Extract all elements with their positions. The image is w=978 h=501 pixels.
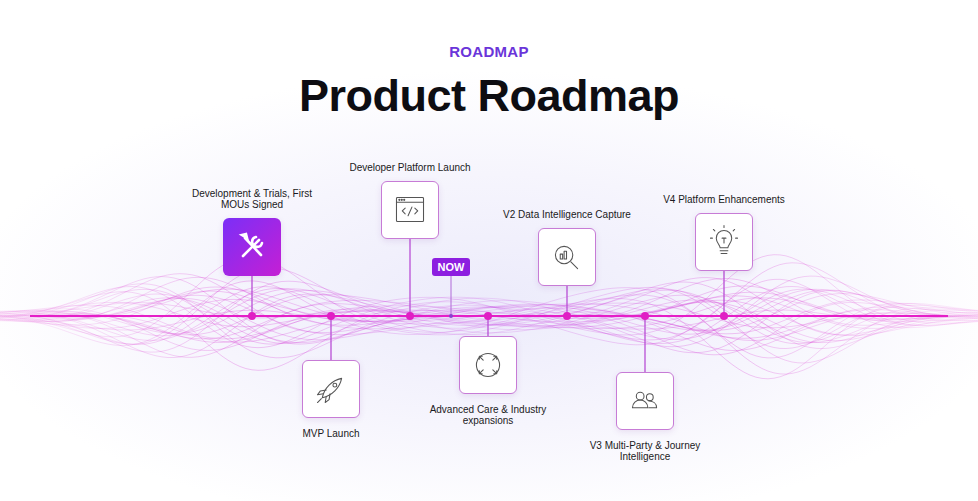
icon (382, 182, 438, 238)
timeline-dot (406, 312, 414, 320)
icon (460, 337, 516, 393)
icon-box (538, 228, 596, 286)
milestone-label: V3 Multi-Party & Journey Intelligence (570, 440, 720, 462)
leader-line (644, 316, 645, 372)
icon-box (223, 218, 281, 276)
milestone-box: Developer Platform Launch (335, 162, 485, 239)
milestone-label: Development & Trials, First MOUs Signed (177, 188, 327, 210)
timeline-dot (327, 312, 335, 320)
milestone-box: V4 Platform Enhancements (649, 194, 799, 271)
timeline-dot (720, 312, 728, 320)
icon-box (381, 181, 439, 239)
icon (617, 373, 673, 429)
now-badge: NOW (432, 258, 471, 276)
badge-text: NOW (438, 261, 465, 273)
wave-line (0, 289, 978, 343)
icon (223, 218, 281, 276)
milestone-label: V4 Platform Enhancements (649, 194, 799, 205)
leader-line (251, 276, 252, 316)
milestone-label: Advanced Care & Industry expansions (413, 404, 563, 426)
icon (539, 229, 595, 285)
icon-box (302, 360, 360, 418)
milestone-box: V2 Data Intelligence Capture (492, 209, 642, 286)
leader-line (330, 316, 331, 360)
milestone-box: MVP Launch (256, 360, 406, 437)
milestone-box: V3 Multi-Party & Journey Intelligence (570, 372, 720, 460)
milestone-box: Development & Trials, First MOUs Signed (177, 188, 327, 276)
milestone-label: Developer Platform Launch (335, 162, 485, 173)
timeline-dot (484, 312, 492, 320)
icon-box (459, 336, 517, 394)
page-title: Product Roadmap (0, 70, 978, 122)
wave-line (0, 289, 978, 338)
milestone-label: V2 Data Intelligence Capture (492, 209, 642, 220)
wave-line (0, 289, 978, 342)
timeline-dot (449, 314, 453, 318)
icon-box (695, 213, 753, 271)
leader-line (723, 271, 724, 316)
icon (303, 361, 359, 417)
leader-line (566, 286, 567, 316)
icon-box (616, 372, 674, 430)
timeline-dot (248, 312, 256, 320)
timeline-dot (641, 312, 649, 320)
eyebrow-label: ROADMAP (0, 43, 978, 60)
timeline-dot (563, 312, 571, 320)
leader-line (451, 276, 452, 316)
leader-line (409, 239, 410, 316)
milestone-box: Advanced Care & Industry expansions (413, 336, 563, 424)
wave-line (0, 292, 978, 342)
icon (696, 214, 752, 270)
milestone-label: MVP Launch (256, 428, 406, 439)
